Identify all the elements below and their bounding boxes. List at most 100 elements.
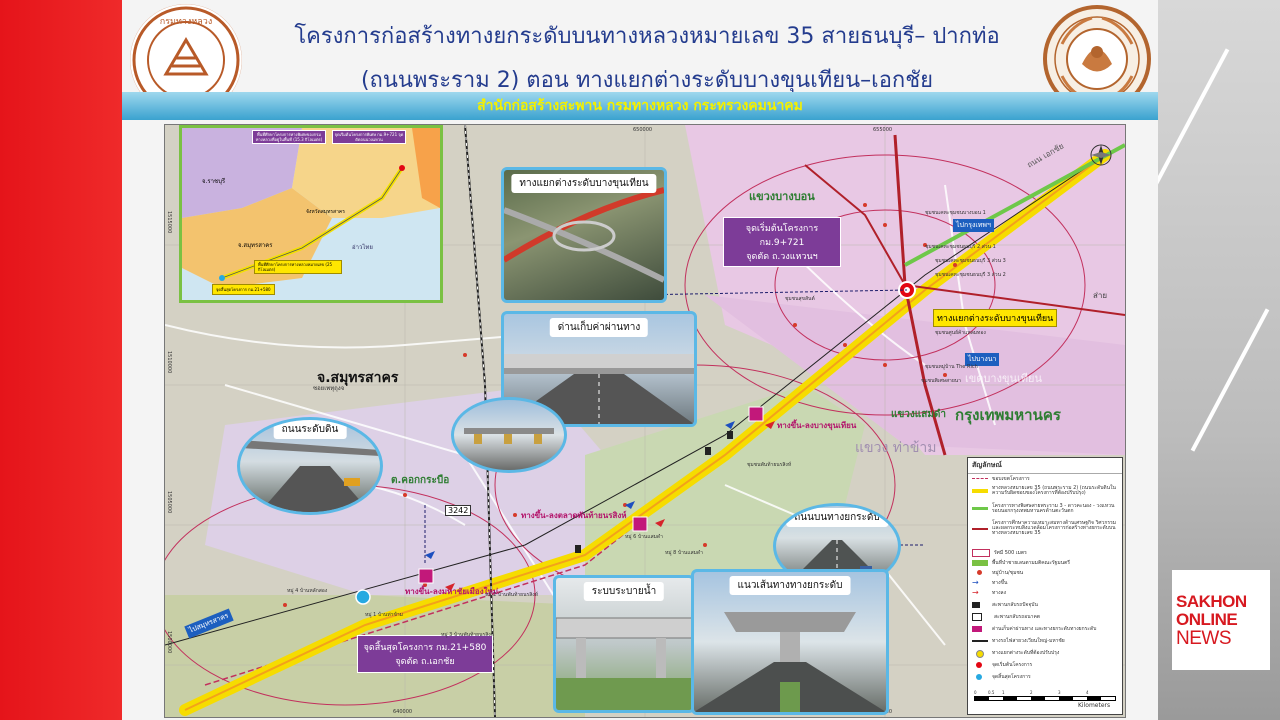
legend-item: ทางขึ้น	[992, 579, 1008, 586]
soi-label: ซอยเพทุถุงจ	[313, 385, 345, 392]
district-tha-kham: แขวง ท่าข้าม	[855, 440, 937, 456]
alignment-render	[694, 612, 886, 712]
project-end-callout: จุดสิ้นสุดโครงการ กม.21+580 จุดตัด ถ.เอก…	[357, 635, 493, 673]
interchange-label: ทางแยกต่างระดับบางขุนเทียน	[933, 309, 1058, 327]
photo-ground-road: ถนนระดับดิน	[237, 417, 383, 515]
photo-toll-booth	[451, 397, 567, 473]
village-label: ชุมชนเคหะชุมชนธนบุรี 3 ส่วน 3	[935, 258, 1006, 264]
inset-note-2: จุดเริ่มต้นโครงการพิเศษ กม.9+721 จุดตัดถ…	[332, 130, 406, 144]
project-start-line2: จุดตัด ถ.วงแหวนฯ	[746, 252, 818, 262]
legend-item: ด่านเก็บค่าผ่านทาง และทางยกระดับทางยกระด…	[992, 625, 1097, 632]
scale-unit: Kilometers	[1078, 702, 1111, 709]
village-label: หมู่ 2 บ้านพันท้ายนรสิงห์	[485, 592, 538, 598]
photo-drainage-label: ระบบระบายน้ำ	[583, 582, 665, 601]
grid-label-left-4: 1500000	[166, 631, 172, 654]
legend-item: พื้นที่ป่าชายเลนตามมติคณะรัฐมนตรี	[992, 559, 1070, 566]
direction-to-bang-na: ไปบางนา	[965, 353, 1000, 366]
inset-province-samut-sakhon: จ.สมุทรสาคร	[238, 242, 273, 249]
village-label: ชุมชนพันท้ายนรสิงห์	[747, 462, 792, 468]
grid-label-left-1: 1515000	[166, 211, 172, 234]
district-bang-bon: แขวงบางบอน	[749, 190, 815, 203]
project-end-line2: จุดตัด ถ.เอกชัย	[395, 657, 455, 667]
ramp-label-bang-khun-thian: ทางขึ้น-ลงบางขุนเทียน	[777, 421, 857, 430]
photo-drainage: ระบบระบายน้ำ	[553, 575, 695, 713]
slide: กรมทางหลวง DEPARTMENT OF HIGHWAYS โครงกา…	[122, 0, 1158, 720]
left-red-band	[0, 0, 122, 720]
village-label: ชุมชนหมู่บ้าน The Rich	[925, 364, 978, 370]
zone-bang-khun-thian: เขตบางขุนเทียน	[965, 372, 1042, 385]
scale-tick: 4	[1086, 690, 1089, 695]
page-subtitle: สำนักก่อสร้างสะพาน กรมทางหลวง กระทรวงคมน…	[477, 98, 803, 114]
legend-item: โครงการศึกษาความเหมาะสมทางด้านเศรษฐกิจ ว…	[992, 520, 1117, 536]
village-label: ชุมชนศูนย์ค้าแหลมทอง	[935, 330, 986, 336]
grid-label-left-2: 1510000	[166, 351, 172, 374]
photo-toll-plaza-label: ด่านเก็บค่าผ่านทาง	[549, 318, 649, 337]
legend-item: ทางหลวงหมายเลข 35 (ถนนพระราม 2) (ถนนระดั…	[992, 484, 1116, 496]
scale-tick: 0	[974, 690, 977, 695]
inset-sea-label: อ่าวไทย	[352, 244, 373, 251]
project-start-callout: จุดเริ่มต้นโครงการ กม.9+721 จุดตัด ถ.วงแ…	[723, 217, 841, 267]
legend-item: ทางลง	[992, 589, 1007, 596]
inset-province-label: จังหวัดสมุทรสาคร	[306, 209, 345, 215]
village-label: หมู่ 6 บ้านแสมดำ	[625, 534, 663, 540]
logo-line3: NEWS	[1176, 628, 1232, 649]
legend-item: หมู่บ้าน/ชุมชน	[992, 569, 1024, 576]
inset-province-ratchaburi: จ.ราชบุรี	[202, 178, 226, 185]
legend-item: สะพานกลับรถอนาคต	[994, 613, 1041, 620]
direction-to-bangkok: ไปกรุงเทพฯ	[953, 219, 994, 232]
scale-bar: 0 0.5 1 2 3 4 Kilometers	[974, 690, 1116, 710]
village-label: ชุมชนสุขสันต์	[785, 296, 815, 302]
village-label: หมู่ 8 บ้านแสมดำ	[665, 550, 703, 556]
route-number-3242: 3242	[445, 505, 472, 516]
legend-item: ขอบเขตโครงการ	[992, 475, 1030, 482]
legend-item: ทางรถไฟสายวงเวียนใหญ่-มหาชัย	[992, 637, 1065, 644]
grid-label-bottom-1: 640000	[393, 709, 413, 715]
drainage-render	[556, 617, 692, 710]
ramp-label-phan-thai: ทางขึ้น-ลงตลาดพันท้ายนรสิงห์	[521, 511, 627, 520]
grid-label-left-3: 1505000	[166, 491, 172, 514]
village-label: ชุมชนเคหะชุมชนธนบุรี 2 ส่วน 1	[925, 244, 996, 250]
ramp-label-mahachai: ทางขึ้น-ลงมหาชัยเมืองใหม่	[405, 587, 499, 596]
logo-line2: ONLINE	[1176, 610, 1238, 629]
legend-item: โครงการทางพิเศษสายพระราม 3 - ดาวคะนอง - …	[992, 502, 1115, 514]
grid-label-top-3: 655000	[873, 127, 893, 133]
village-label: ชุมชนเคหะชุมชนธนบุรี 3 ส่วน 2	[935, 272, 1006, 278]
photo-elevated-road-label: ถนนบนทางยกระดับ	[786, 508, 888, 527]
project-end-line1: จุดสิ้นสุดโครงการ กม.21+580	[363, 643, 487, 653]
scale-tick: 3	[1058, 690, 1061, 695]
grid-label-top-2: 650000	[633, 127, 653, 133]
interchange-aerial	[504, 187, 664, 283]
toll-booth-render	[464, 428, 554, 444]
village-label: ชุมชนพิเศษสายนา	[921, 378, 961, 384]
direction-sai: ส่าย	[1093, 291, 1108, 300]
project-map: 645000 650000 655000 640000 645000 65000…	[164, 124, 1126, 718]
photo-alignment-label: แนวเส้นทางทางยกระดับ	[729, 576, 851, 595]
legend-item: สะพานกลับรถปัจจุบัน	[992, 601, 1038, 608]
legend-item: ทางแยกต่างระดับที่ต้องปรับปรุง	[992, 649, 1060, 656]
village-label: หมู่ 4 บ้านหลักสอง	[287, 588, 328, 594]
photo-interchange-label: ทางแยกต่างระดับบางขุนเทียน	[511, 174, 657, 193]
subtitle-band: สำนักก่อสร้างสะพาน กรมทางหลวง กระทรวงคมน…	[122, 92, 1158, 120]
village-label: หมู่ 3 บ้านพันท้ายนรสิงห์	[441, 632, 494, 638]
map-legend: สัญลักษณ์ ขอบเขตโครงการ ทางหลวงหมายเลข 3…	[967, 457, 1123, 715]
subdistrict-khok-krabue: ต.คอกกระบือ	[391, 475, 450, 486]
scale-tick: 0.5	[988, 690, 995, 695]
location-inset-map: จ.ราชบุรี จ.สมุทรสาคร จังหวัดสมุทรสาคร อ…	[179, 125, 443, 303]
inset-note-3: พื้นที่ศึกษาโครงการทางหลวงหมายเลข (25 กิ…	[254, 260, 342, 274]
ministry-seal	[1042, 4, 1152, 114]
page-title-line1: โครงการก่อสร้างทางยกระดับบนทางหลวงหมายเล…	[294, 24, 1000, 49]
photo-ground-road-label: ถนนระดับดิน	[273, 420, 347, 439]
svg-text:กรมทางหลวง: กรมทางหลวง	[160, 17, 213, 27]
page-title-line2: (ถนนพระราม 2) ตอน ทางแยกต่างระดับบางขุนเ…	[360, 68, 934, 93]
legend-title: สัญลักษณ์	[968, 458, 1122, 474]
legend-item: จุดสิ้นสุดโครงการ	[992, 673, 1031, 680]
sakhon-online-news-logo: SAKHON ONLINE NEWS	[1172, 570, 1270, 670]
scale-tick: 2	[1030, 690, 1033, 695]
inset-note-4: จุดสิ้นสุดโครงการ กม.21+580	[212, 284, 275, 295]
legend-item: จุดเริ่มต้นโครงการ	[992, 661, 1033, 668]
photo-interchange: ทางแยกต่างระดับบางขุนเทียน	[501, 167, 667, 303]
district-bangkok: กรุงเทพมหานคร	[955, 406, 1061, 424]
ground-road-render	[240, 440, 380, 512]
photo-alignment: แนวเส้นทางทางยกระดับ	[691, 569, 889, 715]
inset-note-1: พื้นที่ศึกษาโครงการทางพิเศษของกรมทางหลวง…	[252, 130, 326, 144]
